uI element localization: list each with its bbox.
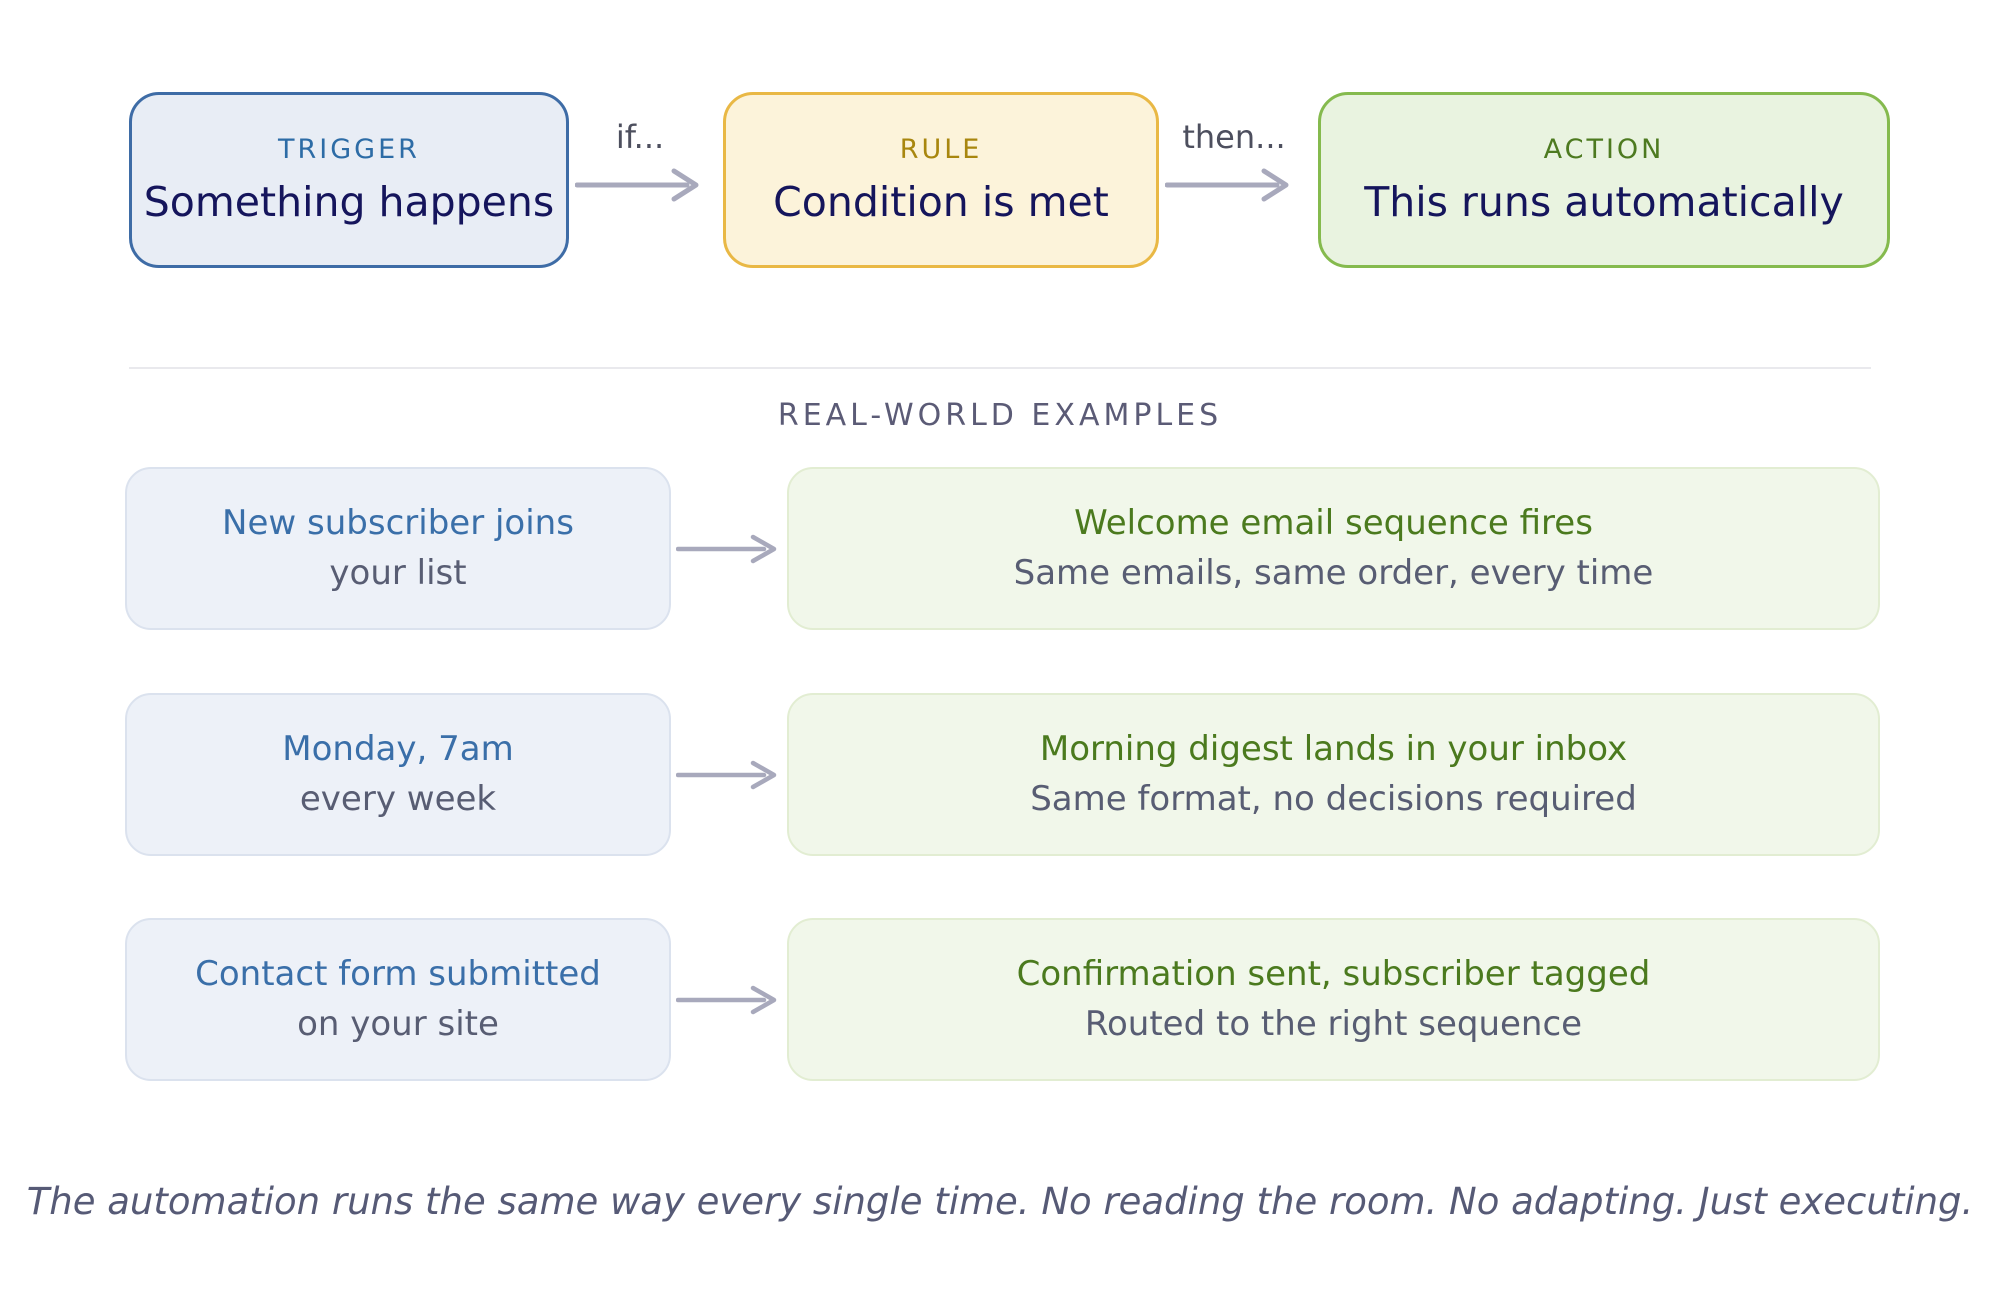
action-text: This runs automatically xyxy=(1364,177,1844,226)
action-label: ACTION xyxy=(1543,133,1665,165)
flow-arrow-icon xyxy=(1164,163,1295,211)
examples-section-title: REAL-WORLD EXAMPLES xyxy=(777,398,1223,433)
example-action-line2: Same emails, same order, every time xyxy=(1013,553,1654,593)
example-arrow-icon xyxy=(675,982,780,1022)
example-action-box: Morning digest lands in your inbox Same … xyxy=(787,693,1880,856)
connector-if-label: if... xyxy=(615,118,665,156)
example-action-line1: Morning digest lands in your inbox xyxy=(1039,729,1628,770)
example-trigger-box: Monday, 7am every week xyxy=(125,693,671,856)
example-trigger-line2: on your site xyxy=(297,1004,499,1044)
trigger-text: Something happens xyxy=(143,177,555,226)
example-trigger-line2: every week xyxy=(299,779,497,819)
connector-then-label: then... xyxy=(1182,118,1286,156)
example-action-line1: Welcome email sequence fires xyxy=(1074,503,1593,544)
example-arrow-icon xyxy=(675,531,780,571)
rule-label: RULE xyxy=(899,133,983,165)
action-box: ACTION This runs automatically xyxy=(1318,92,1890,268)
example-action-box: Welcome email sequence fires Same emails… xyxy=(787,467,1880,630)
example-action-line2: Same format, no decisions required xyxy=(1030,779,1637,819)
example-trigger-line1: New subscriber joins xyxy=(222,503,574,544)
trigger-label: TRIGGER xyxy=(278,133,420,165)
footer-note: The automation runs the same way every s… xyxy=(26,1180,1974,1223)
rule-text: Condition is met xyxy=(773,177,1109,226)
rule-box: RULE Condition is met xyxy=(723,92,1159,268)
section-divider xyxy=(129,367,1871,369)
example-trigger-line1: Monday, 7am xyxy=(282,729,514,770)
example-trigger-box: Contact form submitted on your site xyxy=(125,918,671,1081)
example-action-box: Confirmation sent, subscriber tagged Rou… xyxy=(787,918,1880,1081)
example-trigger-box: New subscriber joins your list xyxy=(125,467,671,630)
example-trigger-line1: Contact form submitted xyxy=(195,954,601,995)
example-arrow-icon xyxy=(675,757,780,797)
example-action-line2: Routed to the right sequence xyxy=(1084,1004,1583,1044)
example-action-line1: Confirmation sent, subscriber tagged xyxy=(1016,954,1651,995)
trigger-box: TRIGGER Something happens xyxy=(129,92,569,268)
flow-arrow-icon xyxy=(574,163,705,211)
example-trigger-line2: your list xyxy=(329,553,467,593)
